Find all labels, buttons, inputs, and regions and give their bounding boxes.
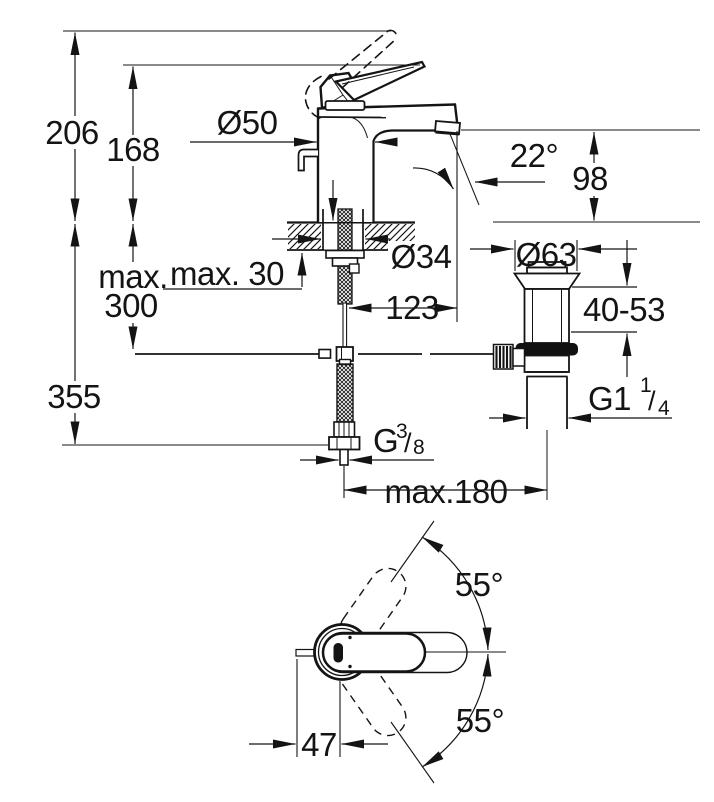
indicator-dot-top xyxy=(348,635,352,640)
mounting-shank-assembly xyxy=(322,208,365,353)
dim-hole-diameter: Ø34 xyxy=(391,238,452,275)
svg-text:/: / xyxy=(648,386,656,416)
popup-linkage-rod xyxy=(135,346,494,362)
svg-text:G: G xyxy=(373,422,398,459)
label-waste-thread: G1 1 / 4 xyxy=(588,374,670,420)
flexible-hose xyxy=(328,358,361,466)
water-stream-line xyxy=(449,133,480,206)
dim-spout-reach: 123 xyxy=(385,289,439,326)
dim-hose-offset: max.180 xyxy=(384,473,507,510)
waste-gasket xyxy=(515,343,578,356)
dim-base-diameter: Ø50 xyxy=(217,104,278,141)
countertop-deck xyxy=(287,221,415,251)
side-view: 206 168 355 max. 300 max. 30 Ø50 xyxy=(45,29,700,510)
dim-waste-adjust-range: 40-53 xyxy=(583,291,665,328)
dim-rod-projection: 47 xyxy=(301,726,337,763)
dim-total-height: 206 xyxy=(45,114,99,151)
swing-angle-dimensions: 55° 55° xyxy=(390,520,506,784)
dim-outlet-height: 98 xyxy=(572,160,608,197)
waste-lever-knob xyxy=(492,343,526,370)
dim-waste-flange-diameter: Ø63 xyxy=(516,236,577,273)
top-view: 55° 55° 47 xyxy=(249,520,506,784)
popup-waste-valve xyxy=(492,261,582,500)
indicator-dot-bottom xyxy=(348,664,352,669)
aerator xyxy=(434,120,461,136)
dim-pullrod-max-1: max. xyxy=(98,258,168,295)
dim-swing-upper: 55° xyxy=(455,566,503,603)
dim-pullrod-max-2: 300 xyxy=(104,287,158,324)
svg-text:G1: G1 xyxy=(588,380,631,417)
dim-swing-lower: 55° xyxy=(456,702,504,739)
dim-spout-height-label: 168 xyxy=(106,131,160,168)
svg-text:1: 1 xyxy=(640,374,652,397)
svg-text:8: 8 xyxy=(413,436,425,459)
dim-spout-angle: 22° xyxy=(510,137,558,174)
faucet-body xyxy=(297,103,480,224)
svg-text:3: 3 xyxy=(396,420,408,443)
dim-deck-thickness: max. 30 xyxy=(170,255,284,292)
rod-projection-dimension: 47 xyxy=(249,659,388,763)
label-hose-thread: G 3 / 8 xyxy=(373,420,425,459)
svg-text:/: / xyxy=(404,428,412,458)
svg-text:4: 4 xyxy=(658,397,670,420)
spout-hook xyxy=(297,148,318,172)
lever-handle xyxy=(319,60,427,111)
dim-below-deck-depth: 355 xyxy=(47,378,101,415)
handle-slot xyxy=(333,643,343,663)
dimension-lines: 206 168 355 max. 300 max. 30 Ø50 xyxy=(45,30,700,510)
